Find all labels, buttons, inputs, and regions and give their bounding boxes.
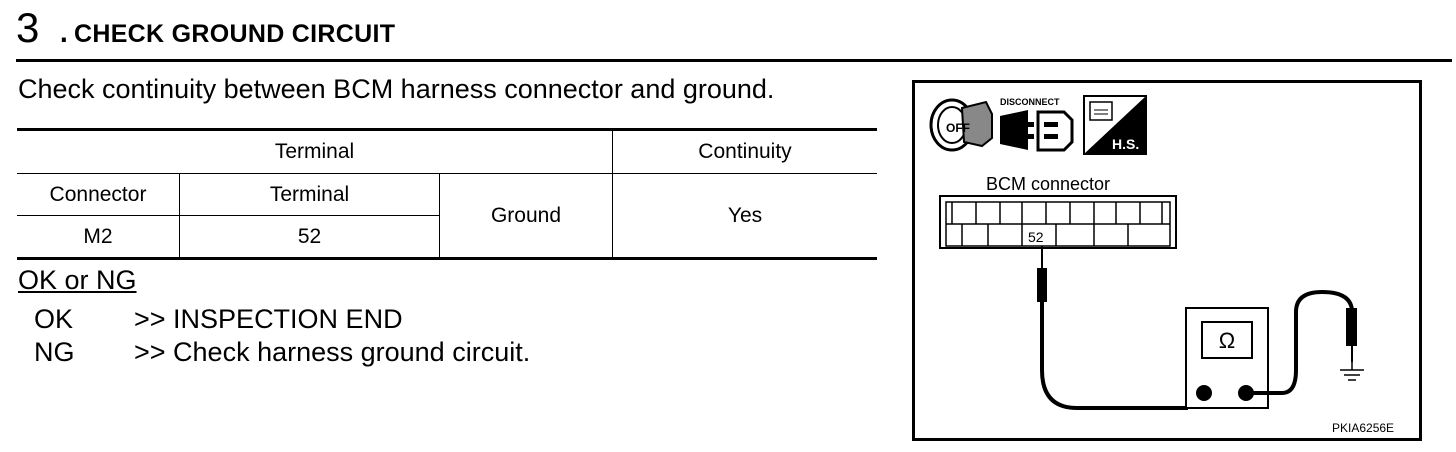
header-terminal: Terminal — [17, 129, 613, 174]
inspection-diagram: OFF DISCONNECT H.S. BCM connector — [912, 80, 1422, 441]
subheader-terminal: Terminal — [179, 173, 440, 216]
cell-continuity: Yes — [612, 173, 877, 259]
header-rule — [16, 59, 1452, 62]
test-probe — [1037, 246, 1188, 410]
meter-symbol: Ω — [1219, 328, 1235, 353]
bcm-connector: 52 — [939, 195, 1177, 249]
table-header-row: Terminal Continuity — [17, 129, 877, 174]
diagram-frame — [912, 80, 1422, 441]
continuity-table: Terminal Continuity Connector Terminal G… — [17, 128, 877, 260]
result-code: NG — [34, 337, 75, 367]
result-code: OK — [34, 304, 74, 334]
ground-icon — [1340, 362, 1364, 381]
ohmmeter: Ω — [1185, 307, 1269, 409]
result-label: OK or NG — [18, 265, 137, 295]
table-subheader-row: Connector Terminal Ground Yes — [17, 173, 877, 259]
step-title: CHECK GROUND CIRCUIT — [74, 20, 396, 48]
connector-label: BCM connector — [986, 174, 1110, 194]
ground-probe — [1246, 289, 1357, 395]
table-row: M2 52 — [17, 215, 877, 259]
hs-label: H.S. — [1112, 136, 1139, 152]
reference-code: PKIA6256E — [1332, 421, 1394, 435]
step-number: 3 — [16, 4, 40, 51]
cell-ground: Ground — [439, 173, 613, 259]
step-dot: . — [58, 4, 70, 51]
cell-connector: M2 — [17, 215, 180, 259]
step-header: 3 . CHECK GROUND CIRCUIT — [16, 6, 1452, 60]
ignition-key-off-icon: OFF — [929, 98, 993, 152]
disconnect-label: DISCONNECT — [1000, 97, 1060, 107]
subheader-connector: Connector — [17, 173, 180, 216]
harness-side-icon: H.S. — [1083, 95, 1147, 155]
ignition-label: OFF — [946, 121, 970, 135]
instruction-text: Check continuity between BCM harness con… — [18, 74, 775, 104]
cell-terminal: 52 — [179, 215, 440, 259]
pin-label: 52 — [1028, 229, 1044, 245]
header-continuity: Continuity — [612, 129, 877, 174]
result-action: >> INSPECTION END — [134, 304, 403, 334]
disconnect-icon: DISCONNECT — [1000, 97, 1074, 152]
result-action: >> Check harness ground circuit. — [134, 337, 531, 367]
